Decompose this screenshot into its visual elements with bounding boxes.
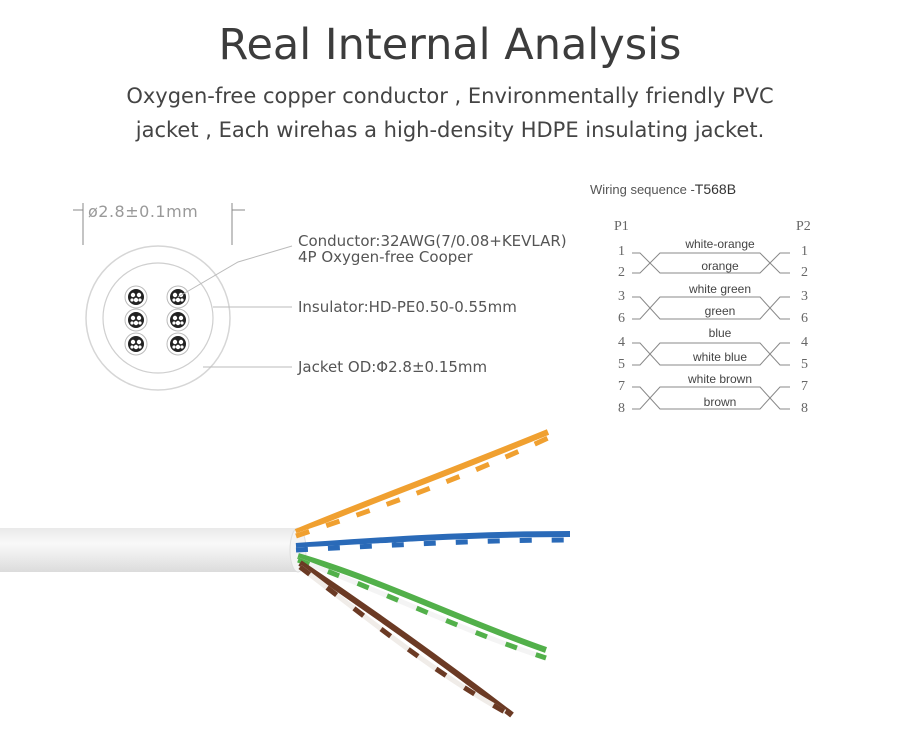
wire-label-brown: brown bbox=[703, 395, 737, 409]
subtitle-line-1: Oxygen-free copper conductor , Environme… bbox=[126, 84, 774, 108]
conductor-label: Conductor:32AWG(7/0.08+KEVLAR) bbox=[298, 232, 567, 250]
conductor-sublabel: 4P Oxygen-free Cooper bbox=[298, 248, 473, 266]
cable-cross-section bbox=[85, 245, 293, 391]
wiring-standard: T568B bbox=[694, 181, 737, 197]
wire-label-green: green bbox=[704, 304, 736, 318]
pin-left-5: 4 bbox=[618, 335, 625, 350]
pin-left-6: 5 bbox=[618, 357, 625, 372]
dimension-marker bbox=[73, 203, 245, 245]
pin-left-1: 1 bbox=[618, 244, 625, 259]
wire-label-white-brown: white brown bbox=[687, 372, 753, 386]
pin-right-2: 2 bbox=[801, 265, 808, 280]
wire-label-white-green: white green bbox=[688, 282, 752, 296]
diameter-label: ø2.8±0.1mm bbox=[88, 202, 199, 221]
page-title: Real Internal Analysis bbox=[218, 20, 682, 70]
wire-label-white-blue: white blue bbox=[692, 350, 748, 364]
pin-left-3: 3 bbox=[618, 289, 625, 304]
insulator-label: Insulator:HD-PE0.50-0.55mm bbox=[298, 298, 517, 316]
pin-right-5: 4 bbox=[801, 335, 808, 350]
p1-label: P1 bbox=[614, 219, 629, 234]
cable-illustration bbox=[0, 429, 571, 718]
pin-left-4: 6 bbox=[618, 311, 625, 326]
wire-label-orange: orange bbox=[701, 259, 739, 273]
pin-right-6: 5 bbox=[801, 357, 808, 372]
wiring-diagram bbox=[632, 252, 790, 410]
p2-label: P2 bbox=[796, 219, 811, 234]
pin-left-8: 8 bbox=[618, 401, 625, 416]
jacket-label: Jacket OD:Φ2.8±0.15mm bbox=[298, 358, 488, 376]
subtitle-line-2: jacket , Each wirehas a high-density HDP… bbox=[135, 118, 765, 142]
wire-label-white-orange: white-orange bbox=[685, 237, 755, 251]
pin-right-1: 1 bbox=[801, 244, 808, 259]
pin-left-2: 2 bbox=[618, 265, 625, 280]
pin-right-4: 6 bbox=[801, 311, 808, 326]
wiring-sequence-heading: Wiring sequence -T568B bbox=[590, 181, 737, 197]
wire-label-blue: blue bbox=[708, 326, 732, 340]
leader-lines bbox=[177, 245, 293, 368]
conductor-grid bbox=[124, 285, 190, 356]
pin-right-3: 3 bbox=[801, 289, 808, 304]
pin-left-7: 7 bbox=[618, 379, 625, 394]
pin-right-8: 8 bbox=[801, 401, 808, 416]
pin-right-7: 7 bbox=[801, 379, 808, 394]
